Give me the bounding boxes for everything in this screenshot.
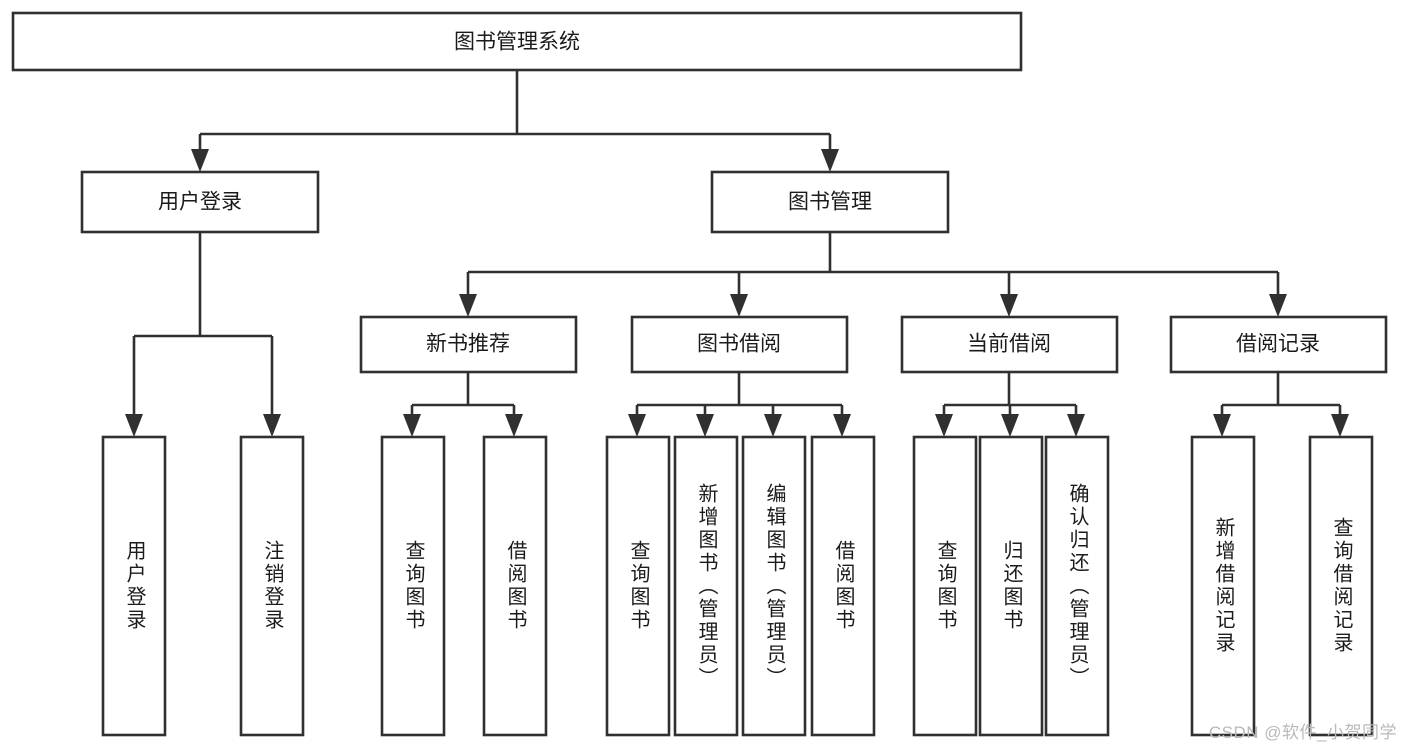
user-login-label: 用户登录 xyxy=(158,191,242,214)
arrow-head-book-management xyxy=(821,149,839,172)
arrow-head-borrow-record xyxy=(1269,294,1287,317)
arrow-head-leaf-query-borrow-record xyxy=(1331,414,1349,437)
arrow-head-leaf-query-book-1 xyxy=(403,414,421,437)
leaf-box-return-book[interactable] xyxy=(978,435,1044,737)
leaf-box-add-book-admin[interactable] xyxy=(673,435,739,737)
root-node-label: 图书管理系统 xyxy=(454,31,580,54)
leaf-box-query-book-3[interactable] xyxy=(912,435,978,737)
leaf-box-borrow-book-2[interactable] xyxy=(810,435,876,737)
arrow-head-leaf-confirm-return-admin xyxy=(1067,414,1085,437)
arrow-head-new-book-recommend xyxy=(459,294,477,317)
leaf-box-user-login[interactable] xyxy=(101,435,167,737)
borrow-record-label: 借阅记录 xyxy=(1236,333,1320,356)
borrow-record-box[interactable] xyxy=(1169,315,1388,374)
arrow-head-leaf-add-borrow-record xyxy=(1213,414,1231,437)
new-book-recommend-box[interactable] xyxy=(359,315,578,374)
arrow-head-leaf-query-book-3 xyxy=(935,414,953,437)
new-book-recommend-label: 新书推荐 xyxy=(426,333,510,356)
node-current-borrow[interactable]: 当前借阅 xyxy=(900,315,1119,374)
root-node-box[interactable] xyxy=(11,11,1023,72)
arrow-head-user-login xyxy=(191,149,209,172)
leaf-box-borrow-book-1[interactable] xyxy=(482,435,548,737)
leaf-box-query-borrow-record[interactable] xyxy=(1308,435,1374,737)
leaf-box-logout-login[interactable] xyxy=(239,435,305,737)
leaf-box-query-book-1[interactable] xyxy=(380,435,446,737)
current-borrow-box[interactable] xyxy=(900,315,1119,374)
arrow-head-leaf-borrow-book-2 xyxy=(833,414,851,437)
node-book-management[interactable]: 图书管理 xyxy=(710,170,950,234)
arrow-head-current-borrow xyxy=(1000,294,1018,317)
book-management-box[interactable] xyxy=(710,170,950,234)
node-root-book-management-system[interactable]: 图书管理系统 xyxy=(11,11,1023,72)
leaf-box-confirm-return-admin[interactable] xyxy=(1044,435,1110,737)
leaf-box-query-book-2[interactable] xyxy=(605,435,671,737)
node-new-book-recommend[interactable]: 新书推荐 xyxy=(359,315,578,374)
leaf-box-edit-book-admin[interactable] xyxy=(741,435,807,737)
node-user-login[interactable]: 用户登录 xyxy=(80,170,320,234)
node-book-borrow[interactable]: 图书借阅 xyxy=(630,315,849,374)
arrow-head-leaf-logout-login xyxy=(263,414,281,437)
arrow-head-leaf-query-book-2 xyxy=(628,414,646,437)
book-borrow-box[interactable] xyxy=(630,315,849,374)
arrow-head-leaf-return-book xyxy=(1001,414,1019,437)
leaf-box-add-borrow-record[interactable] xyxy=(1190,435,1256,737)
node-borrow-record[interactable]: 借阅记录 xyxy=(1169,315,1388,374)
arrow-head-leaf-user-login xyxy=(125,414,143,437)
arrow-head-leaf-add-book-admin xyxy=(696,414,714,437)
arrow-head-leaf-edit-book-admin xyxy=(764,414,782,437)
book-management-label: 图书管理 xyxy=(788,191,872,214)
csdn-watermark: CSDN @软件_小贺同学 xyxy=(1208,723,1397,742)
current-borrow-label: 当前借阅 xyxy=(967,333,1051,356)
book-borrow-label: 图书借阅 xyxy=(697,333,781,356)
arrow-head-book-borrow xyxy=(730,294,748,317)
arrow-head-leaf-borrow-book-1 xyxy=(505,414,523,437)
